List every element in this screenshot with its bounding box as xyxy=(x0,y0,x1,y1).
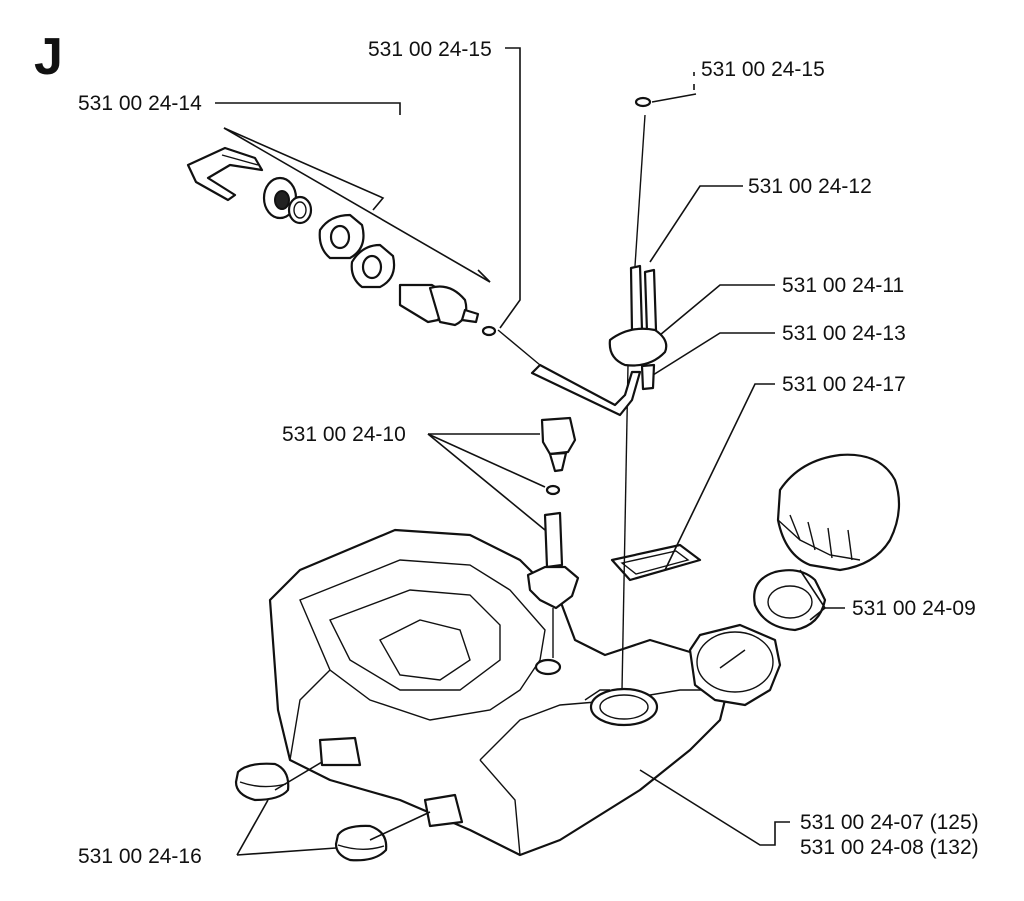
callout-label: 531 00 24-12 xyxy=(748,175,872,198)
callout-label: 531 00 24-10 xyxy=(282,423,406,446)
callout-label: 531 00 24-08 (132) xyxy=(800,836,979,859)
leader-lines xyxy=(215,47,845,856)
callout-label: 531 00 24-09 xyxy=(852,597,976,620)
grommets xyxy=(234,762,388,862)
vent-valve xyxy=(608,96,668,691)
callout-label: 531 00 24-17 xyxy=(782,373,906,396)
fuel-tank xyxy=(268,528,732,857)
callout-label: 531 00 24-16 xyxy=(78,845,202,868)
fuel-pickup-parts xyxy=(526,416,580,658)
callout-label: 531 00 24-15 xyxy=(701,58,825,81)
section-letter: J xyxy=(34,28,63,86)
callout-labels: 531 00 24-15 531 00 24-15 531 00 24-14 5… xyxy=(78,38,979,868)
callout-label: 531 00 24-15 xyxy=(368,38,492,61)
callout-label: 531 00 24-11 xyxy=(782,274,904,297)
callout-label: 531 00 24-14 xyxy=(78,92,202,115)
callout-label: 531 00 24-07 (125) xyxy=(800,811,979,834)
fuel-cap xyxy=(753,453,901,632)
fuel-hose xyxy=(481,325,642,417)
callout-label: 531 00 24-13 xyxy=(782,322,906,345)
filler-neck xyxy=(688,623,782,707)
primer-assembly xyxy=(186,146,480,327)
